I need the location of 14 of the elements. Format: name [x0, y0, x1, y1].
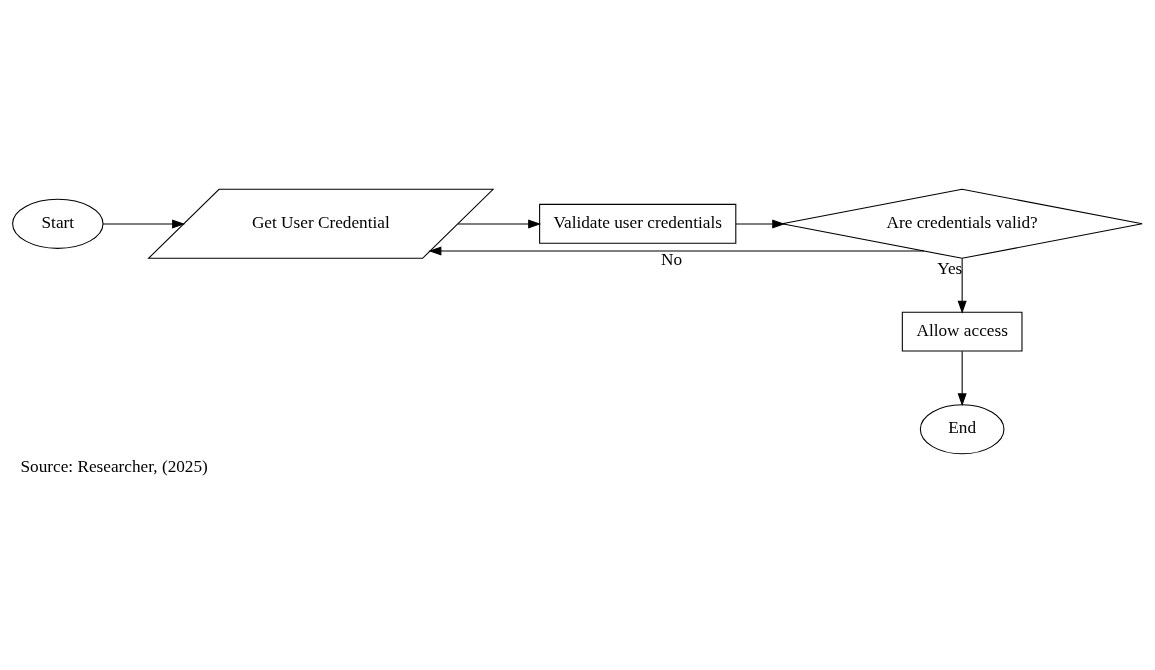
caption: Source: Researcher, (2025) [20, 456, 208, 476]
arrow [428, 246, 925, 256]
arrow [457, 219, 542, 229]
node-diamond: Are credentials valid? [781, 188, 1143, 259]
node-box: Allow access [901, 311, 1023, 352]
edge-label: Yes [937, 258, 963, 278]
arrow [957, 350, 967, 406]
arrow [102, 219, 186, 229]
node-ellipse: Start [12, 198, 104, 249]
arrow [957, 257, 967, 314]
arrow [735, 219, 786, 229]
node-ellipse: End [919, 403, 1005, 454]
node-box: Validate user credentials [539, 203, 737, 244]
edge-label: No [661, 249, 683, 269]
